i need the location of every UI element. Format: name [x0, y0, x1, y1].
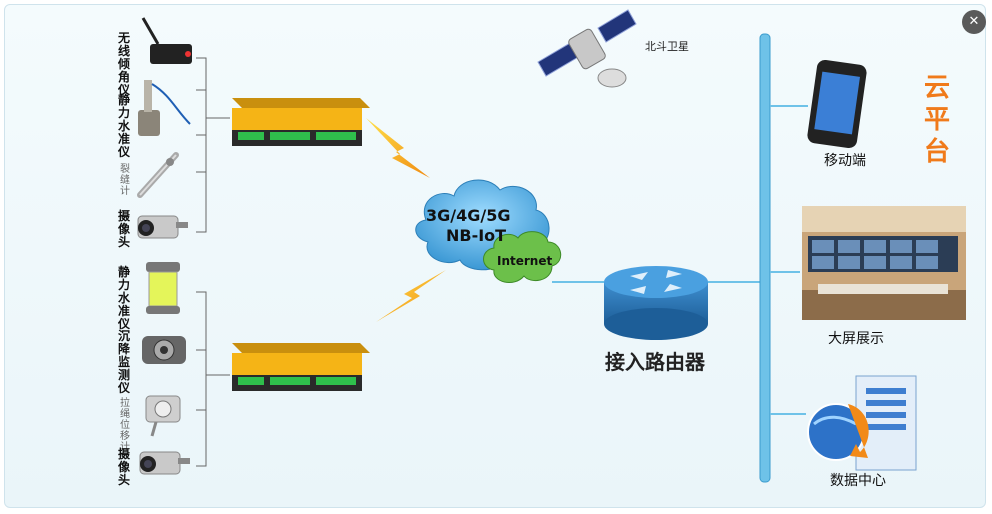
satellite-label: 北斗卫星 [645, 40, 689, 53]
satellite-icon [537, 9, 637, 88]
wireless-bolt-upper [366, 118, 430, 178]
label-wire-displacement: 拉绳位移计 [120, 398, 130, 453]
label-camera-2: 摄像头 [117, 447, 130, 487]
crack-meter-icon [137, 152, 179, 198]
label-camera-1: 摄像头 [117, 209, 130, 249]
label-tilt-sensor: 无线倾角仪 [117, 31, 130, 97]
cloud-platform-title: 云平台 [924, 73, 951, 167]
label-static-level: 静力水准仪 [117, 93, 130, 159]
bus-branches [770, 105, 808, 415]
network-cloud [415, 179, 562, 284]
tilt-sensor-icon [141, 17, 192, 64]
internet-label: Internet [497, 254, 553, 268]
gateway-1 [232, 98, 370, 146]
close-button[interactable]: ✕ [962, 10, 986, 34]
router-label: 接入路由器 [605, 350, 705, 374]
big-screen-label: 大屏展示 [828, 331, 884, 347]
label-crack-meter: 裂缝计 [120, 164, 130, 197]
cloud-bus [759, 33, 771, 483]
mobile-label: 移动端 [824, 153, 866, 169]
router-icon [604, 266, 708, 340]
mobile-phone-icon [807, 59, 867, 149]
wire-displacement-icon [145, 395, 181, 437]
static-level-icon-2 [146, 262, 180, 314]
sensor-wiring [196, 57, 230, 467]
label-settlement-monitor: 沉降监测仪 [117, 329, 130, 395]
control-room-image [802, 206, 966, 320]
camera-icon-2 [139, 451, 190, 475]
data-center-icon [807, 375, 917, 471]
label-static-level-2: 静力水准仪 [117, 265, 130, 331]
cloud-label-networks: 3G/4G/5G [426, 206, 511, 225]
wireless-bolt-lower [376, 270, 446, 322]
data-center-label: 数据中心 [830, 473, 886, 489]
static-level-icon [138, 80, 191, 136]
cloud-label-nbiot: NB-IoT [446, 226, 507, 245]
settlement-monitor-icon [142, 336, 186, 364]
camera-icon [137, 215, 188, 239]
gateway-2 [232, 343, 370, 391]
